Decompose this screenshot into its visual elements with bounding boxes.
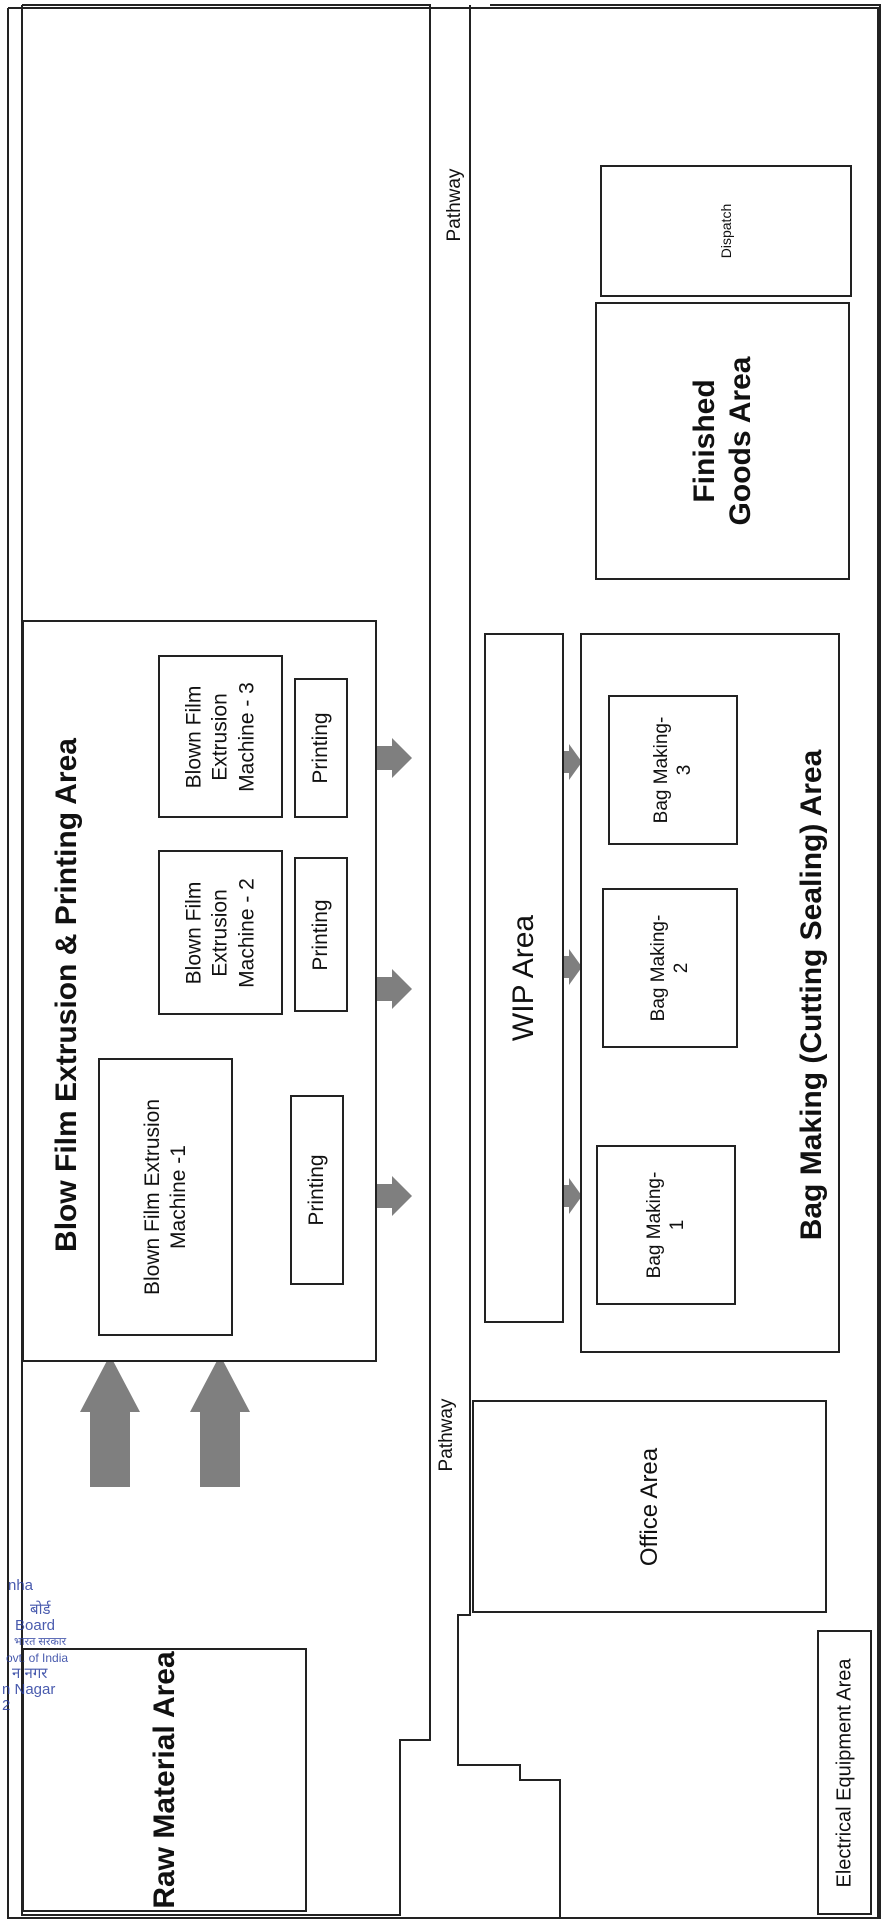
pathway-label-upper: Pathway: [444, 168, 465, 242]
wip-area: WIP Area: [484, 633, 564, 1323]
stamp-line-3: Board: [15, 1617, 56, 1634]
finished-goods-label: Finished Goods Area: [687, 356, 757, 526]
bag-making-2-label: Bag Making- 2: [647, 914, 692, 1022]
raw-material-area: Raw Material Area: [22, 1648, 307, 1912]
stamp-line-8: 2: [2, 1697, 11, 1714]
blow-film-label: Blow Film Extrusion & Printing Area: [50, 738, 83, 1252]
bag-making-1-label: Bag Making- 1: [643, 1171, 688, 1279]
printing-2-label: Printing: [308, 898, 332, 971]
printing-3-label: Printing: [308, 712, 332, 784]
raw-to-extrusion-arrows: [80, 1355, 250, 1487]
machine-3-box: Blown Film Extrusion Machine - 3: [158, 655, 283, 818]
office-label: Office Area: [635, 1447, 663, 1566]
bag-making-label: Bag Making (Cutting Sealing) Area: [795, 749, 828, 1241]
right-block-wall: [457, 4, 881, 1919]
bag-making-3-label: Bag Making- 3: [650, 716, 695, 824]
arrow-up-2: [190, 1355, 250, 1487]
stamp-line-7: n Nagar: [2, 1681, 56, 1698]
machine-1-label: Blown Film Extrusion Machine -1: [140, 1098, 190, 1296]
electrical-equipment-area: Electrical Equipment Area: [817, 1630, 872, 1915]
raw-material-label: Raw Material Area: [147, 1651, 181, 1909]
dispatch-label: Dispatch: [718, 203, 734, 259]
stamp-line-2: बोर्ड: [30, 1601, 51, 1618]
stamp-line-5: ovt. of India: [6, 1651, 69, 1665]
bag-making-2-box: Bag Making- 2: [602, 888, 738, 1048]
stamp-line-4: भारत सरकार: [14, 1636, 67, 1648]
machine-2-box: Blown Film Extrusion Machine - 2: [158, 850, 283, 1015]
machine-1-box: Blown Film Extrusion Machine -1: [98, 1058, 233, 1336]
printing-1-box: Printing: [290, 1095, 344, 1285]
machine-3-label: Blown Film Extrusion Machine - 3: [182, 681, 258, 792]
stamp-line-6: न नगर: [12, 1665, 48, 1682]
left-block-wall: [21, 4, 431, 1916]
wip-label: WIP Area: [507, 914, 540, 1042]
finished-goods-area: Finished Goods Area: [595, 302, 850, 580]
dispatch-area: Dispatch: [600, 165, 852, 297]
stamp-line-1: nha: [8, 1577, 34, 1594]
machine-2-label: Blown Film Extrusion Machine - 2: [182, 877, 258, 988]
official-stamp: nha बोर्ड Board भारत सरकार ovt. of India…: [0, 1578, 110, 1714]
pathway-label-lower: Pathway: [436, 1398, 457, 1472]
electrical-label: Electrical Equipment Area: [833, 1657, 855, 1888]
printing-3-box: Printing: [294, 678, 348, 818]
printing-1-label: Printing: [304, 1154, 328, 1226]
arrow-up-1: [80, 1355, 140, 1487]
office-area: Office Area: [472, 1400, 827, 1613]
printing-2-box: Printing: [294, 857, 348, 1012]
bag-making-3-box: Bag Making- 3: [608, 695, 738, 845]
bag-making-1-box: Bag Making- 1: [596, 1145, 736, 1305]
